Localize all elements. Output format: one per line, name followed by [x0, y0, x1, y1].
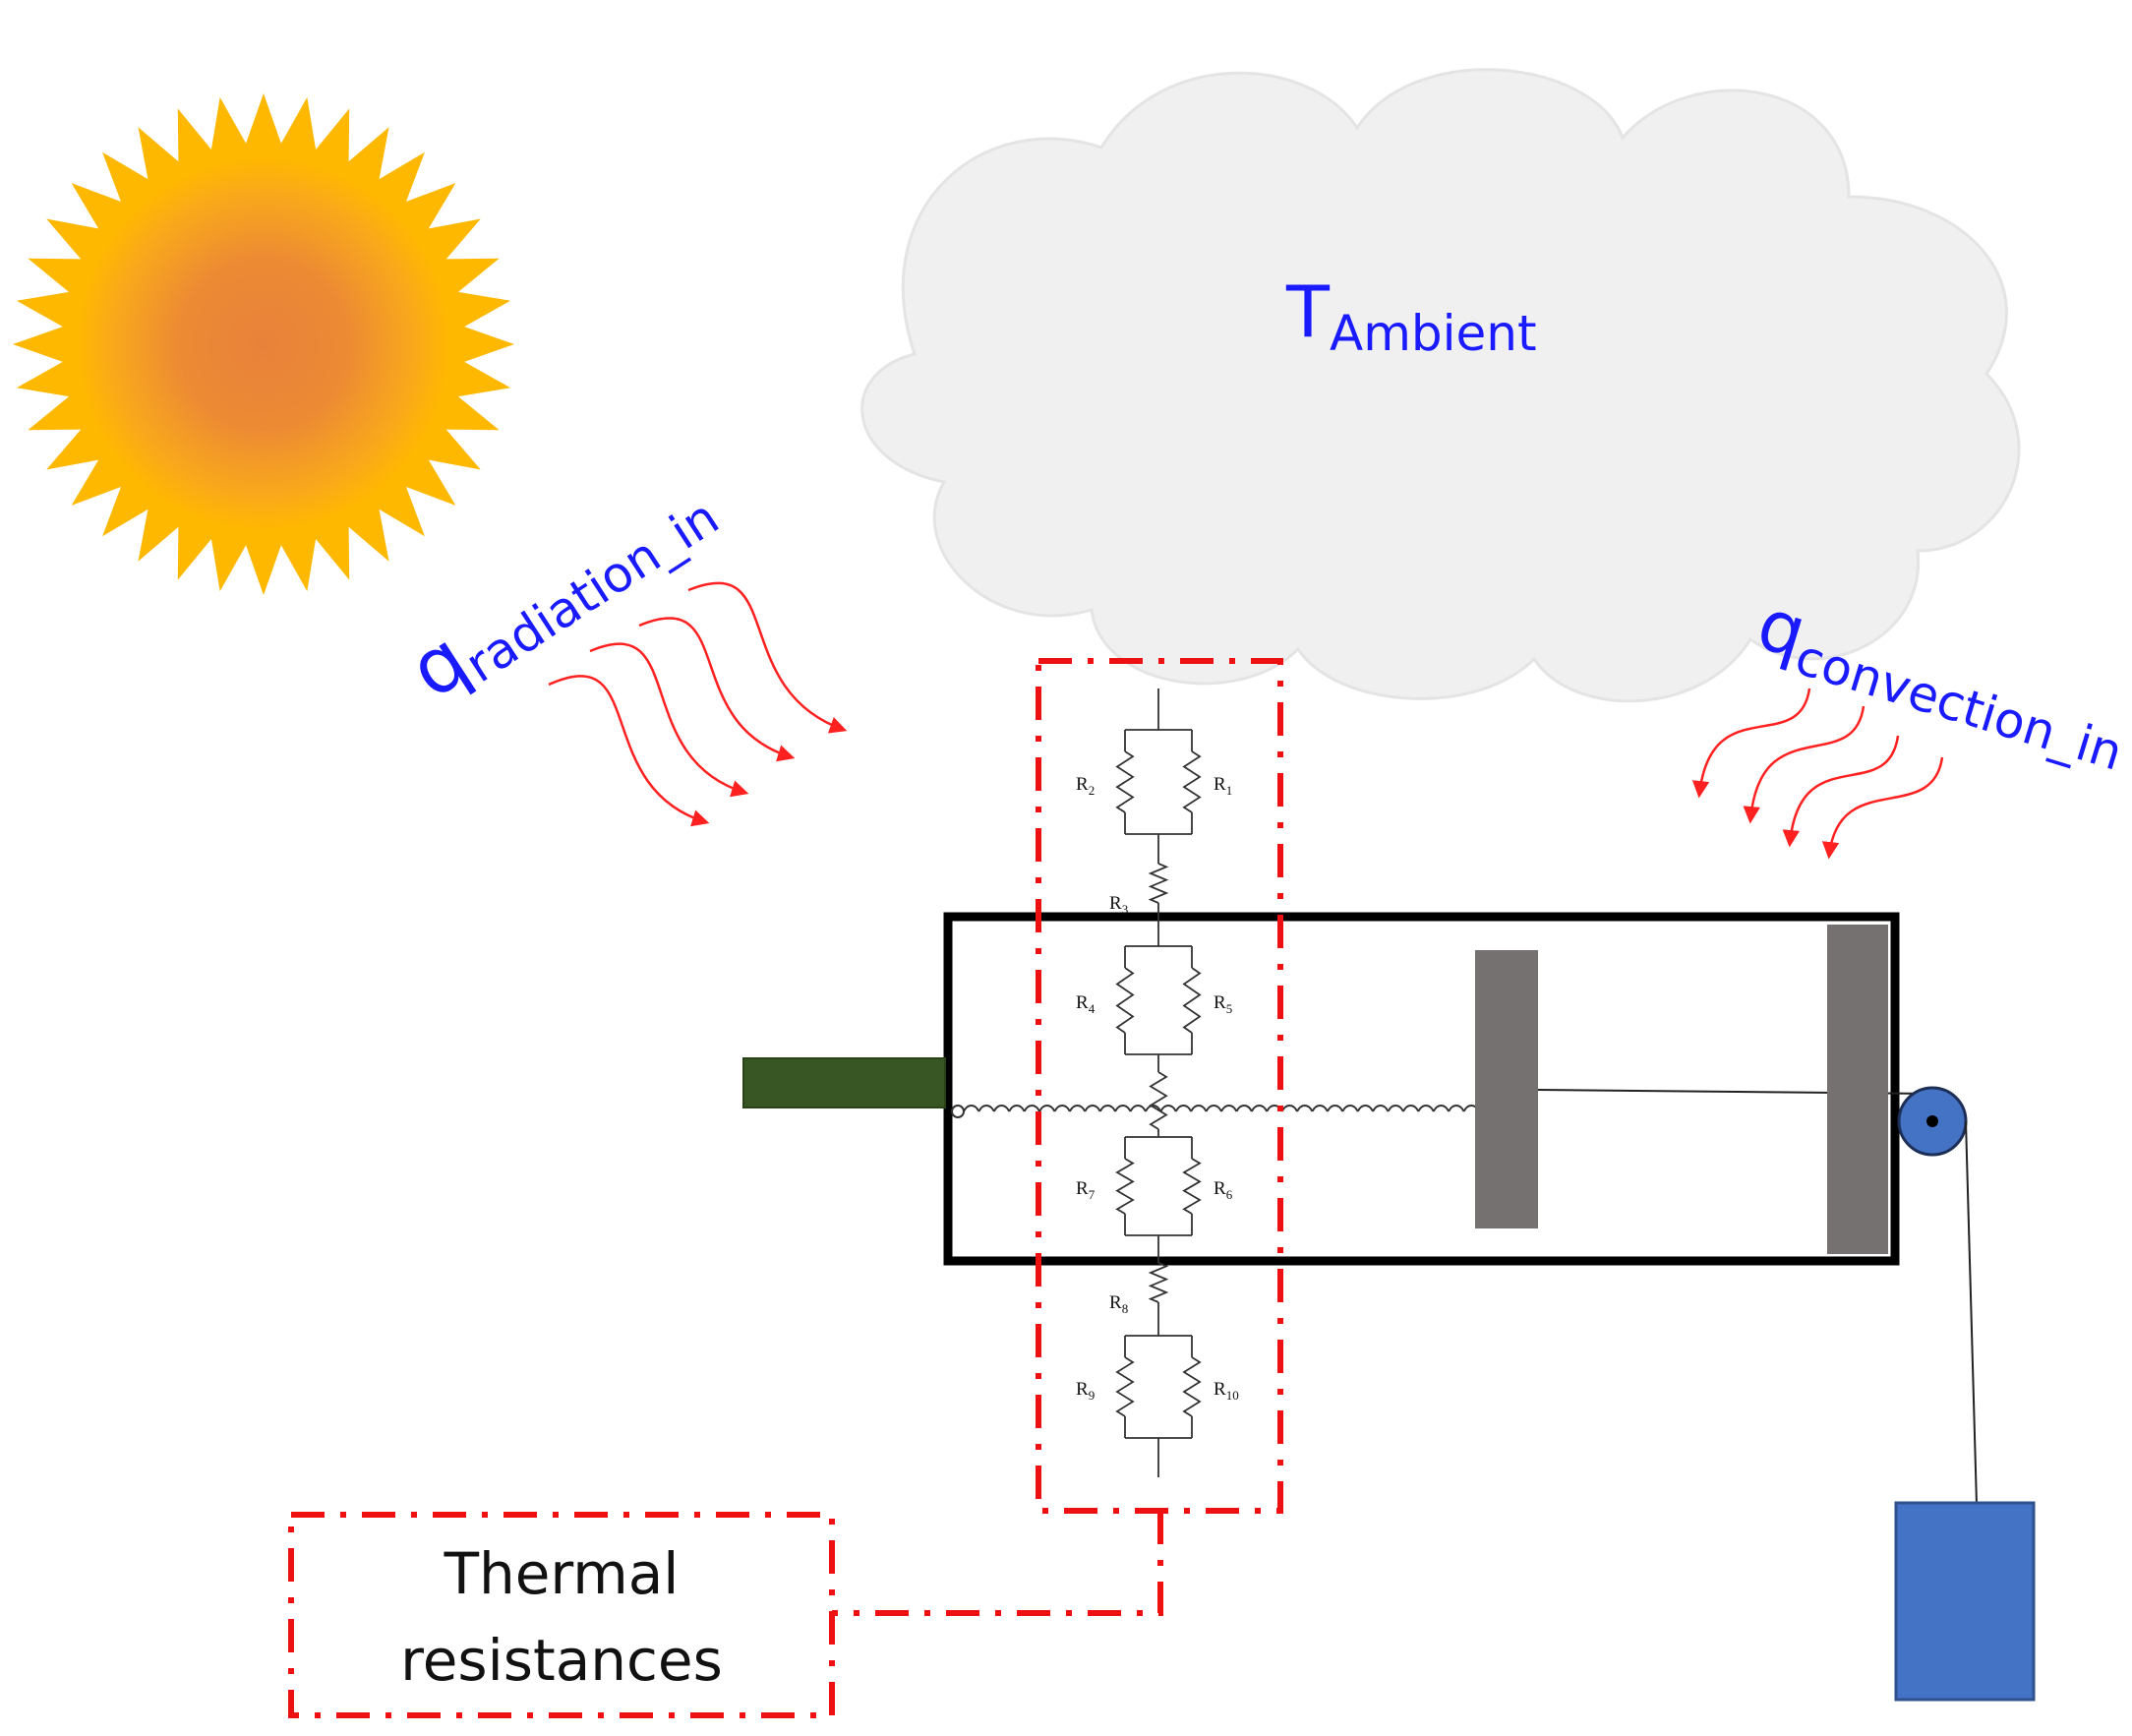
network-junction-zig: [1149, 1071, 1168, 1130]
thermal-resistances-label-line1: Thermal: [444, 1540, 680, 1607]
resistor-r6: [1182, 1158, 1202, 1215]
callout-connector: [832, 1511, 1163, 1616]
convection-arrows: [1691, 688, 1944, 860]
resistor-r7: [1115, 1158, 1135, 1215]
resistor-r3: [1148, 863, 1169, 904]
resistor-r5: [1182, 967, 1202, 1034]
resistor-r10: [1182, 1356, 1202, 1417]
hanging-cable: [1965, 1120, 1978, 1506]
thermal-resistances-label-line2: resistances: [400, 1627, 723, 1694]
sun-icon: [13, 93, 514, 595]
resistor-label-r5: R5: [1214, 992, 1232, 1016]
resistor-label-r3: R3: [1109, 893, 1128, 917]
spring-anchor-left: [951, 1105, 965, 1118]
cylinder-body: [943, 912, 1900, 1266]
thermal-resistance-network: [1115, 688, 1202, 1477]
resistor-r8: [1148, 1262, 1169, 1303]
inner-piston: [1475, 950, 1538, 1228]
resistor-r2: [1115, 750, 1135, 813]
resistor-label-r7: R7: [1076, 1178, 1096, 1202]
spring-icon: [963, 1105, 1480, 1112]
piston-rod: [742, 1057, 946, 1108]
resistor-label-r6: R6: [1214, 1178, 1233, 1202]
resistor-label-r4: R4: [1076, 992, 1096, 1016]
resistor-label-r10: R10: [1214, 1379, 1239, 1403]
resistor-r4: [1115, 967, 1135, 1034]
end-plate: [1827, 925, 1888, 1254]
resistor-r9: [1115, 1356, 1135, 1417]
pulley-icon: [1897, 1086, 1968, 1157]
resistor-label-r1: R1: [1214, 774, 1232, 798]
convection-in-label: qconvection_in: [1746, 582, 2132, 782]
weight-icon: [1894, 1501, 2036, 1702]
resistor-label-r2: R2: [1076, 774, 1095, 798]
resistor-label-r8: R8: [1109, 1292, 1128, 1316]
resistor-r1: [1182, 750, 1202, 813]
cloud-icon: [860, 68, 2021, 703]
resistance-network-outline: [1036, 658, 1283, 1514]
ambient-temperature-label: TAmbient: [1285, 270, 1537, 362]
radiation-arrows: [548, 581, 848, 827]
resistor-label-r9: R9: [1076, 1379, 1095, 1403]
